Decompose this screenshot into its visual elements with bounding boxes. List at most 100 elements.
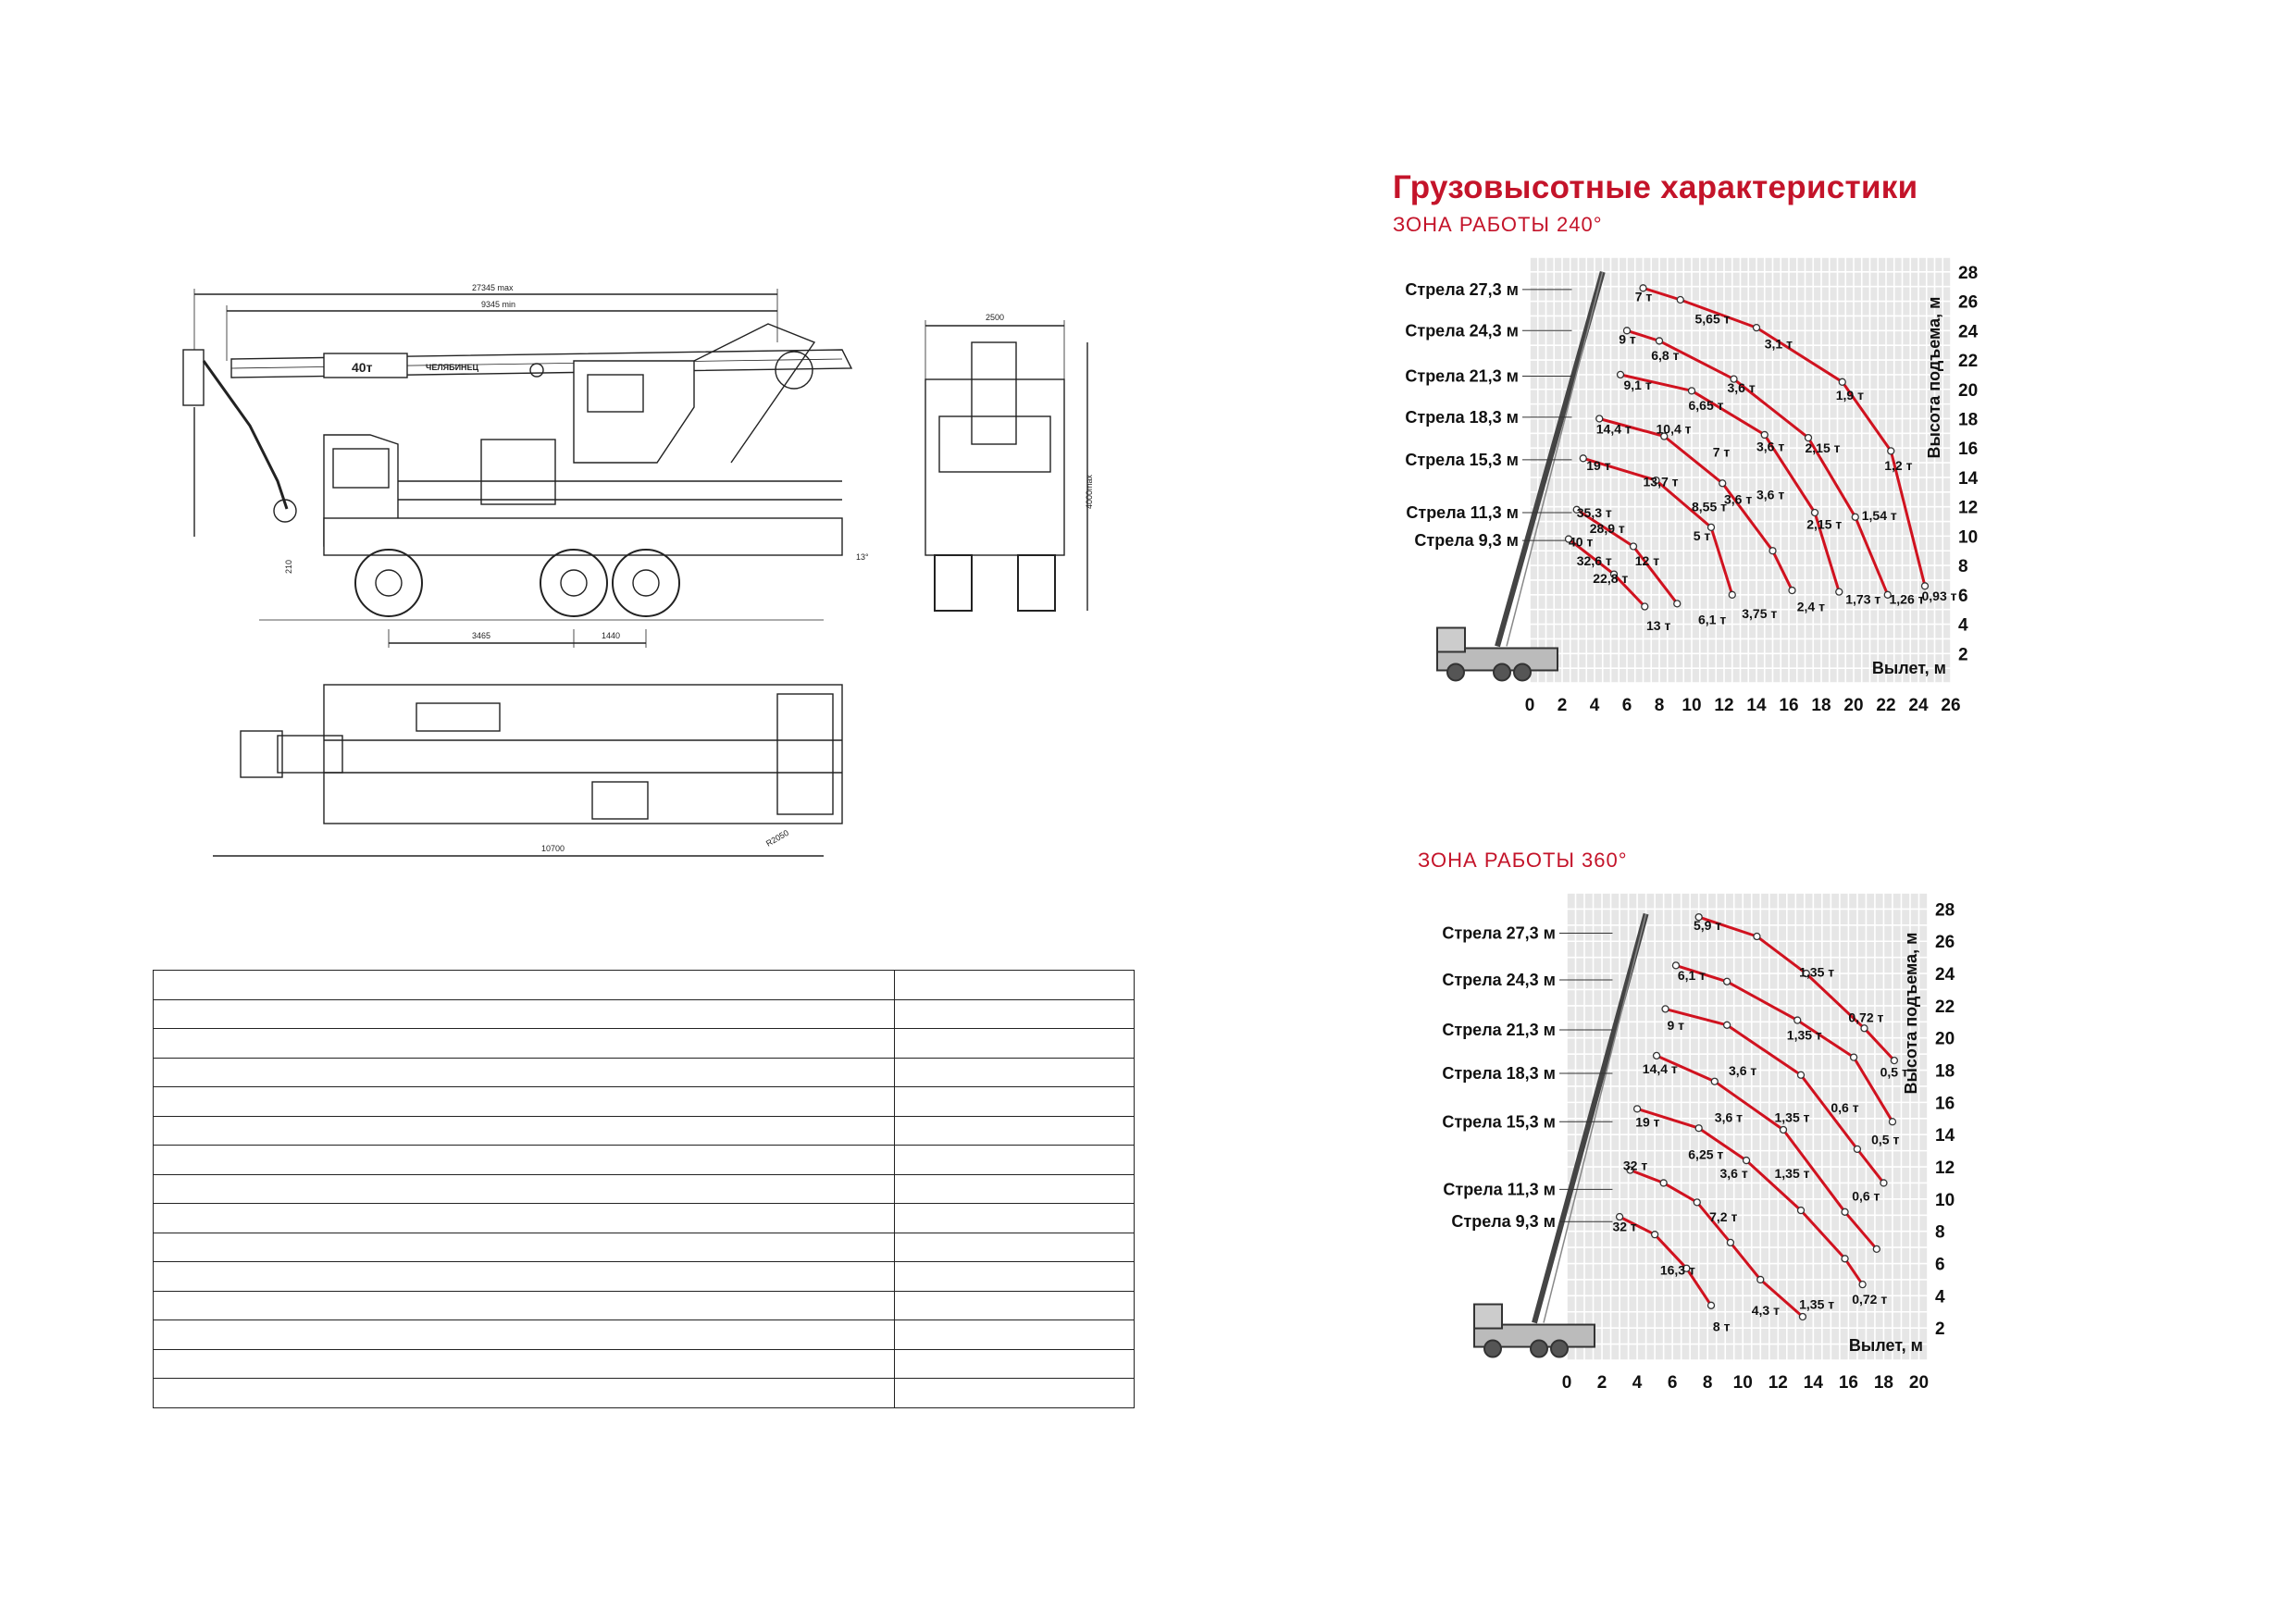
capacity-label: 9 т xyxy=(1667,1018,1684,1033)
y-tick-label: 24 xyxy=(1935,965,1955,985)
curve-point xyxy=(1632,1105,1642,1113)
x-tick-label: 20 xyxy=(1909,1373,1929,1393)
x-tick-label: 14 xyxy=(1746,696,1767,715)
curve-point xyxy=(1742,1156,1751,1165)
curve-point xyxy=(1760,430,1769,440)
y-tick-label: 20 xyxy=(1958,381,1978,401)
x-tick-label: 2 xyxy=(1597,1373,1607,1393)
curve-point xyxy=(1595,415,1604,423)
capacity-label: 1,35 т xyxy=(1774,1166,1809,1181)
table-row xyxy=(153,1173,1135,1204)
curve-point xyxy=(1652,476,1660,485)
table-row xyxy=(153,1145,1135,1175)
curve-point xyxy=(1572,505,1581,514)
capacity-label: 9,1 т xyxy=(1624,378,1652,392)
curve-point xyxy=(1841,1255,1849,1263)
curve-point xyxy=(1710,1077,1719,1085)
y-tick-label: 8 xyxy=(1935,1223,1945,1243)
x-tick-label: 4 xyxy=(1632,1373,1643,1393)
x-tick-label: 6 xyxy=(1668,1373,1678,1393)
curve-point xyxy=(1609,570,1619,578)
capacity-label: 1,9 т xyxy=(1836,388,1864,403)
table-row xyxy=(153,1086,1135,1117)
y-tick-label: 6 xyxy=(1958,587,1968,606)
capacity-label: 3,6 т xyxy=(1729,1063,1756,1078)
spec-table xyxy=(153,970,1135,1408)
dim-radius: R2050 xyxy=(764,828,790,849)
curve-point xyxy=(1798,1312,1807,1321)
curve-point xyxy=(1706,523,1716,532)
x-tick-label: 8 xyxy=(1655,696,1665,715)
capacity-label: 35,3 т xyxy=(1577,505,1612,520)
y-tick-label: 24 xyxy=(1958,322,1979,341)
capacity-label: 6,25 т xyxy=(1688,1146,1723,1161)
capacity-label: 10,4 т xyxy=(1657,421,1692,436)
zone-360-title: ЗОНА РАБОТЫ 360° xyxy=(1418,849,1628,872)
load-curve xyxy=(1629,1169,1804,1319)
y-tick-label: 14 xyxy=(1958,469,1979,489)
y-tick-label: 12 xyxy=(1958,499,1978,518)
capacity-label: 28,9 т xyxy=(1590,521,1625,536)
capacity-label: 1,26 т xyxy=(1890,591,1925,606)
capacity-label: 9 т xyxy=(1619,332,1636,347)
capacity-label: 3,6 т xyxy=(1724,491,1752,506)
capacity-label: 3,6 т xyxy=(1756,488,1784,502)
load-curve xyxy=(1636,1107,1864,1286)
curve-point xyxy=(1838,378,1846,386)
capacity-label: 32 т xyxy=(1623,1158,1647,1173)
curve-point xyxy=(1888,1118,1897,1126)
capacity-label: 0,5 т xyxy=(1880,1065,1908,1080)
table-row xyxy=(153,1232,1135,1262)
curve-point xyxy=(1890,1056,1899,1065)
curve-point xyxy=(1779,1125,1788,1134)
curve-point xyxy=(1706,1301,1716,1309)
y-tick-label: 26 xyxy=(1958,293,1978,313)
capacity-label: 2,4 т xyxy=(1797,599,1825,613)
curve-point xyxy=(1872,1245,1880,1253)
curve-point xyxy=(1753,932,1761,941)
boom-label: Стрела 9,3 м xyxy=(1451,1212,1556,1231)
curve-point xyxy=(1652,1051,1661,1060)
dim-angle: 13° xyxy=(856,552,869,562)
curve-point xyxy=(1673,600,1682,608)
x-tick-label: 0 xyxy=(1562,1373,1572,1393)
capacity-label: 7,2 т xyxy=(1709,1209,1737,1224)
x-tick-label: 26 xyxy=(1941,696,1960,715)
x-tick-label: 0 xyxy=(1525,696,1535,715)
x-tick-label: 18 xyxy=(1874,1373,1893,1393)
capacity-label: 0,93 т xyxy=(1922,588,1957,603)
curve-point xyxy=(1730,375,1738,383)
capacity-label: 12 т xyxy=(1635,553,1659,568)
y-tick-label: 22 xyxy=(1958,352,1978,371)
capacity-label: 1,35 т xyxy=(1787,1027,1822,1042)
boom-label: Стрела 18,3 м xyxy=(1442,1064,1556,1083)
capacity-label: 6,1 т xyxy=(1678,968,1706,983)
capacity-label: 0,72 т xyxy=(1852,1292,1887,1307)
capacity-label: 6,8 т xyxy=(1651,348,1679,363)
curve-point xyxy=(1616,370,1625,379)
x-tick-label: 24 xyxy=(1908,696,1929,715)
dim-boom-max: 27345 max xyxy=(472,283,514,292)
y-tick-label: 28 xyxy=(1958,264,1978,283)
capacity-label: 3,6 т xyxy=(1715,1109,1743,1124)
curve-point xyxy=(1796,1206,1806,1215)
curve-point xyxy=(1722,977,1731,985)
x-tick-label: 10 xyxy=(1682,696,1701,715)
capacity-label: 5,65 т xyxy=(1695,311,1731,326)
curve-point xyxy=(1920,582,1930,590)
boom-label: Стрела 9,3 м xyxy=(1414,531,1519,550)
capacity-label: 8,55 т xyxy=(1692,499,1727,514)
y-tick-label: 2 xyxy=(1958,645,1968,664)
load-curve xyxy=(1582,456,1734,596)
curve-point xyxy=(1650,1231,1659,1239)
curve-point xyxy=(1880,1179,1888,1187)
y-tick-label: 18 xyxy=(1958,410,1978,429)
y-tick-label: 16 xyxy=(1935,1094,1955,1113)
curve-point xyxy=(1726,1238,1735,1247)
x-tick-label: 12 xyxy=(1714,696,1733,715)
curve-point xyxy=(1752,323,1761,332)
capacity-label: 3,6 т xyxy=(1728,380,1756,395)
x-tick-label: 10 xyxy=(1733,1373,1753,1393)
